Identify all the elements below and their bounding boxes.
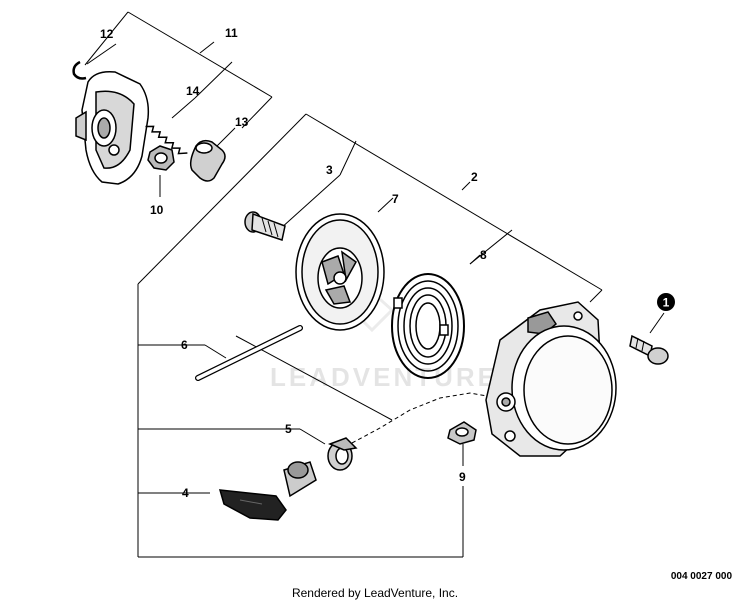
callout-7: 7 xyxy=(392,192,399,206)
bushing-part-5 xyxy=(327,437,358,471)
e-clip-part-12 xyxy=(72,60,87,80)
starter-handle-part-4 xyxy=(218,461,317,521)
diagram-code: 004 0027 000 xyxy=(670,571,732,582)
callout-12: 12 xyxy=(100,27,114,41)
watermark-text: LEADVENTURE xyxy=(270,362,498,392)
pawl-housing-part-11 xyxy=(75,70,150,185)
reel-part-7 xyxy=(295,213,385,331)
callout-5: 5 xyxy=(285,422,292,436)
callout-13: 13 xyxy=(235,115,249,129)
starter-case-part-2 xyxy=(485,301,617,457)
callout-1-badge: 1 xyxy=(657,293,675,311)
cable-route-dashed xyxy=(351,392,499,444)
rendered-by-footer: Rendered by LeadVenture, Inc. xyxy=(291,586,459,600)
bolt-part-3 xyxy=(244,211,286,241)
callout-3: 3 xyxy=(326,163,333,177)
spring-part-14 xyxy=(145,125,188,155)
flange-bolt-part-1 xyxy=(629,334,669,365)
nut-part-10 xyxy=(147,145,175,171)
callout-10: 10 xyxy=(150,203,164,217)
rope-part-6 xyxy=(195,325,303,381)
callout-11: 11 xyxy=(225,26,238,40)
watermark: LEADVENTURE xyxy=(270,289,498,392)
callout-9: 9 xyxy=(459,470,466,484)
pawl-part-13 xyxy=(189,139,226,182)
callout-8: 8 xyxy=(480,248,487,262)
callout-14: 14 xyxy=(186,84,200,98)
callout-2: 2 xyxy=(471,170,478,184)
callout-6: 6 xyxy=(181,338,188,352)
callout-1: 1 xyxy=(663,296,670,310)
damper-part-9 xyxy=(447,421,477,445)
callout-labels: 11 12 14 13 10 3 7 2 8 6 5 4 9 1 xyxy=(100,26,675,500)
callout-4: 4 xyxy=(182,486,189,500)
recoil-spring-part-8 xyxy=(391,273,465,379)
